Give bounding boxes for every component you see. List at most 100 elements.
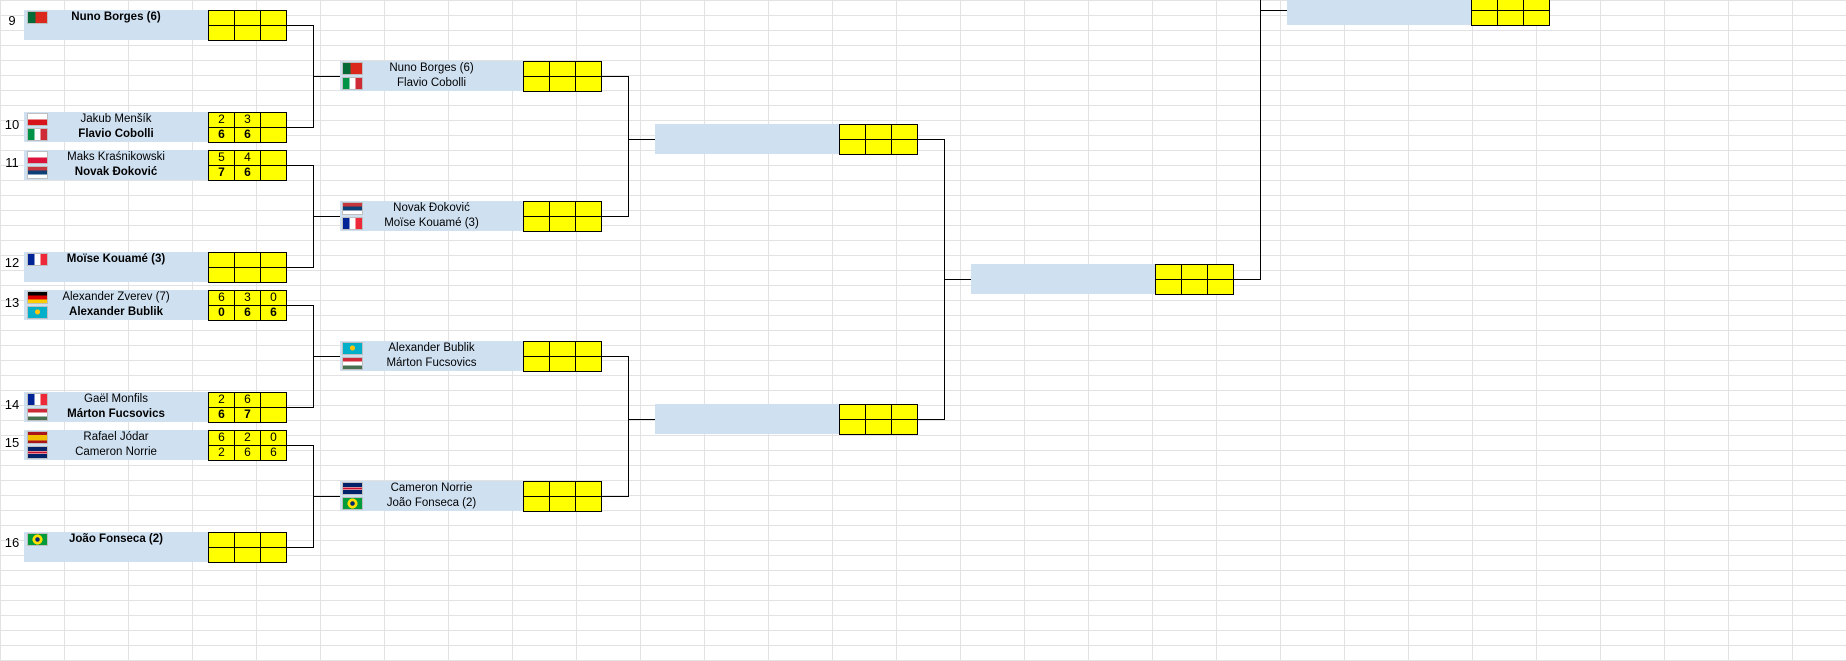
set-score-cell[interactable] <box>523 61 550 77</box>
set-score-cell[interactable] <box>208 267 235 283</box>
set-score-cell[interactable] <box>1181 264 1208 280</box>
set-score-cell[interactable] <box>208 10 235 26</box>
player-name-cell[interactable]: Flavio Cobolli <box>340 76 523 91</box>
set-score-cell[interactable] <box>549 76 576 92</box>
player-name-cell[interactable]: Flavio Cobolli <box>24 127 208 142</box>
set-score-cell[interactable]: 6 <box>208 407 235 423</box>
set-score-cell[interactable] <box>234 532 261 548</box>
set-score-cell[interactable] <box>260 532 287 548</box>
set-score-cell[interactable] <box>549 481 576 497</box>
set-score-cell[interactable] <box>523 481 550 497</box>
set-score-cell[interactable]: 2 <box>208 112 235 128</box>
player-name-cell[interactable]: Novak Đoković <box>340 201 523 216</box>
set-score-cell[interactable] <box>549 341 576 357</box>
set-score-cell[interactable] <box>575 356 602 372</box>
player-name-cell[interactable]: Nuno Borges (6) <box>340 61 523 76</box>
set-score-cell[interactable] <box>549 356 576 372</box>
set-score-cell[interactable] <box>523 356 550 372</box>
set-score-cell[interactable]: 2 <box>208 445 235 461</box>
player-name-cell[interactable] <box>655 419 839 434</box>
set-score-cell[interactable]: 6 <box>260 305 287 321</box>
set-score-cell[interactable] <box>1523 10 1550 26</box>
player-name-cell[interactable] <box>24 25 208 40</box>
set-score-cell[interactable]: 6 <box>234 127 261 143</box>
set-score-cell[interactable] <box>523 201 550 217</box>
player-name-cell[interactable] <box>24 547 208 562</box>
set-score-cell[interactable]: 2 <box>234 430 261 446</box>
player-name-cell[interactable]: João Fonseca (2) <box>24 532 208 547</box>
set-score-cell[interactable] <box>208 547 235 563</box>
set-score-cell[interactable] <box>260 165 287 181</box>
set-score-cell[interactable] <box>575 496 602 512</box>
set-score-cell[interactable]: 3 <box>234 112 261 128</box>
set-score-cell[interactable]: 6 <box>260 445 287 461</box>
set-score-cell[interactable] <box>523 341 550 357</box>
player-name-cell[interactable] <box>971 279 1155 294</box>
set-score-cell[interactable] <box>260 10 287 26</box>
set-score-cell[interactable] <box>865 139 892 155</box>
set-score-cell[interactable] <box>260 547 287 563</box>
set-score-cell[interactable] <box>234 267 261 283</box>
set-score-cell[interactable] <box>1497 10 1524 26</box>
set-score-cell[interactable]: 7 <box>208 165 235 181</box>
set-score-cell[interactable] <box>523 76 550 92</box>
player-name-cell[interactable]: Cameron Norrie <box>340 481 523 496</box>
set-score-cell[interactable] <box>234 10 261 26</box>
set-score-cell[interactable] <box>839 404 866 420</box>
player-name-cell[interactable]: Cameron Norrie <box>24 445 208 460</box>
set-score-cell[interactable] <box>234 547 261 563</box>
set-score-cell[interactable] <box>1155 279 1182 295</box>
set-score-cell[interactable] <box>839 419 866 435</box>
set-score-cell[interactable] <box>575 61 602 77</box>
player-name-cell[interactable] <box>24 267 208 282</box>
set-score-cell[interactable] <box>1471 10 1498 26</box>
set-score-cell[interactable]: 7 <box>234 407 261 423</box>
set-score-cell[interactable]: 6 <box>208 290 235 306</box>
player-name-cell[interactable]: Nuno Borges (6) <box>24 10 208 25</box>
set-score-cell[interactable] <box>260 392 287 408</box>
set-score-cell[interactable] <box>549 496 576 512</box>
set-score-cell[interactable] <box>549 216 576 232</box>
set-score-cell[interactable] <box>891 139 918 155</box>
set-score-cell[interactable] <box>1207 279 1234 295</box>
set-score-cell[interactable] <box>865 404 892 420</box>
set-score-cell[interactable] <box>865 419 892 435</box>
set-score-cell[interactable]: 6 <box>208 430 235 446</box>
set-score-cell[interactable] <box>575 216 602 232</box>
set-score-cell[interactable] <box>549 61 576 77</box>
player-name-cell[interactable]: Maks Kraśnikowski <box>24 150 208 165</box>
set-score-cell[interactable] <box>208 532 235 548</box>
set-score-cell[interactable] <box>891 404 918 420</box>
set-score-cell[interactable]: 6 <box>234 445 261 461</box>
player-name-cell[interactable] <box>1287 0 1471 10</box>
set-score-cell[interactable]: 0 <box>260 290 287 306</box>
set-score-cell[interactable] <box>260 150 287 166</box>
set-score-cell[interactable] <box>260 25 287 41</box>
set-score-cell[interactable]: 6 <box>234 392 261 408</box>
set-score-cell[interactable] <box>234 25 261 41</box>
set-score-cell[interactable]: 6 <box>234 165 261 181</box>
set-score-cell[interactable] <box>208 25 235 41</box>
player-name-cell[interactable]: Gaël Monfils <box>24 392 208 407</box>
set-score-cell[interactable] <box>260 252 287 268</box>
set-score-cell[interactable] <box>575 76 602 92</box>
set-score-cell[interactable] <box>523 496 550 512</box>
player-name-cell[interactable]: Novak Đoković <box>24 165 208 180</box>
player-name-cell[interactable]: Alexander Bublik <box>340 341 523 356</box>
set-score-cell[interactable]: 2 <box>208 392 235 408</box>
set-score-cell[interactable]: 5 <box>208 150 235 166</box>
player-name-cell[interactable] <box>971 264 1155 279</box>
set-score-cell[interactable] <box>575 481 602 497</box>
set-score-cell[interactable] <box>891 124 918 140</box>
set-score-cell[interactable]: 0 <box>208 305 235 321</box>
set-score-cell[interactable] <box>234 252 261 268</box>
player-name-cell[interactable]: Jakub Menšík <box>24 112 208 127</box>
player-name-cell[interactable] <box>655 124 839 139</box>
player-name-cell[interactable] <box>655 404 839 419</box>
player-name-cell[interactable]: Moïse Kouamé (3) <box>340 216 523 231</box>
set-score-cell[interactable] <box>523 216 550 232</box>
set-score-cell[interactable]: 0 <box>260 430 287 446</box>
player-name-cell[interactable]: Moïse Kouamé (3) <box>24 252 208 267</box>
player-name-cell[interactable]: Márton Fucsovics <box>24 407 208 422</box>
set-score-cell[interactable] <box>575 341 602 357</box>
